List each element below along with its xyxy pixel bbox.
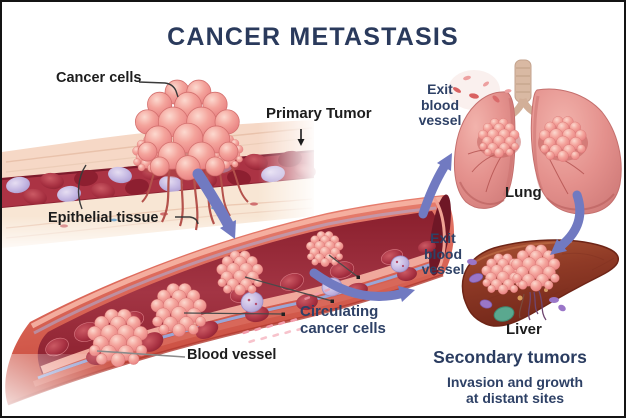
label-liver: Liver <box>506 321 542 338</box>
label-exit-blood-vessel-liver: Exit blood vessel <box>421 230 465 278</box>
corner-fade <box>2 354 132 416</box>
page-title: CANCER METASTASIS <box>167 23 459 51</box>
tissue-cross-section <box>2 102 330 262</box>
leader-blood-vessel <box>96 350 186 358</box>
cell-trail-dashes <box>242 288 331 344</box>
leader-cancer-cells <box>138 81 179 98</box>
leader-epithelial-right <box>175 216 199 225</box>
label-primary-tumor: Primary Tumor <box>266 105 372 122</box>
leader-circulating-cells <box>183 254 359 315</box>
label-secondary-tumors-subtitle: Invasion and growth at distant sites <box>446 374 584 406</box>
label-cancer-cells: Cancer cells <box>56 70 142 86</box>
primary-tumor-illustration <box>132 79 249 231</box>
label-blood-vessel: Blood vessel <box>187 347 277 363</box>
leader-endpoint-dots <box>281 275 360 316</box>
leader-epithelial-left <box>77 164 87 210</box>
liver-illustration <box>461 239 620 327</box>
label-epithelial-tissue: Epithelial tissue <box>48 210 159 226</box>
label-lung: Lung <box>505 184 542 201</box>
lung-illustration <box>448 59 622 215</box>
exiting-cell-fragments <box>452 75 512 103</box>
arrow-lung-to-liver <box>550 190 585 255</box>
leader-lines <box>77 81 360 358</box>
label-exit-blood-vessel-lung: Exit blood vessel <box>418 81 462 129</box>
label-secondary-tumors: Secondary tumors <box>433 347 587 367</box>
cancer-cell-cluster <box>134 79 240 181</box>
leader-primary-tumor <box>297 129 305 146</box>
label-circulating-cancer-cells: Circulating cancer cells <box>300 303 386 337</box>
flow-arrows <box>192 153 585 302</box>
arrow-tumor-to-vessel <box>192 168 236 239</box>
arrow-circulating-cells <box>309 268 415 302</box>
arrow-vessel-to-lung <box>418 153 452 219</box>
